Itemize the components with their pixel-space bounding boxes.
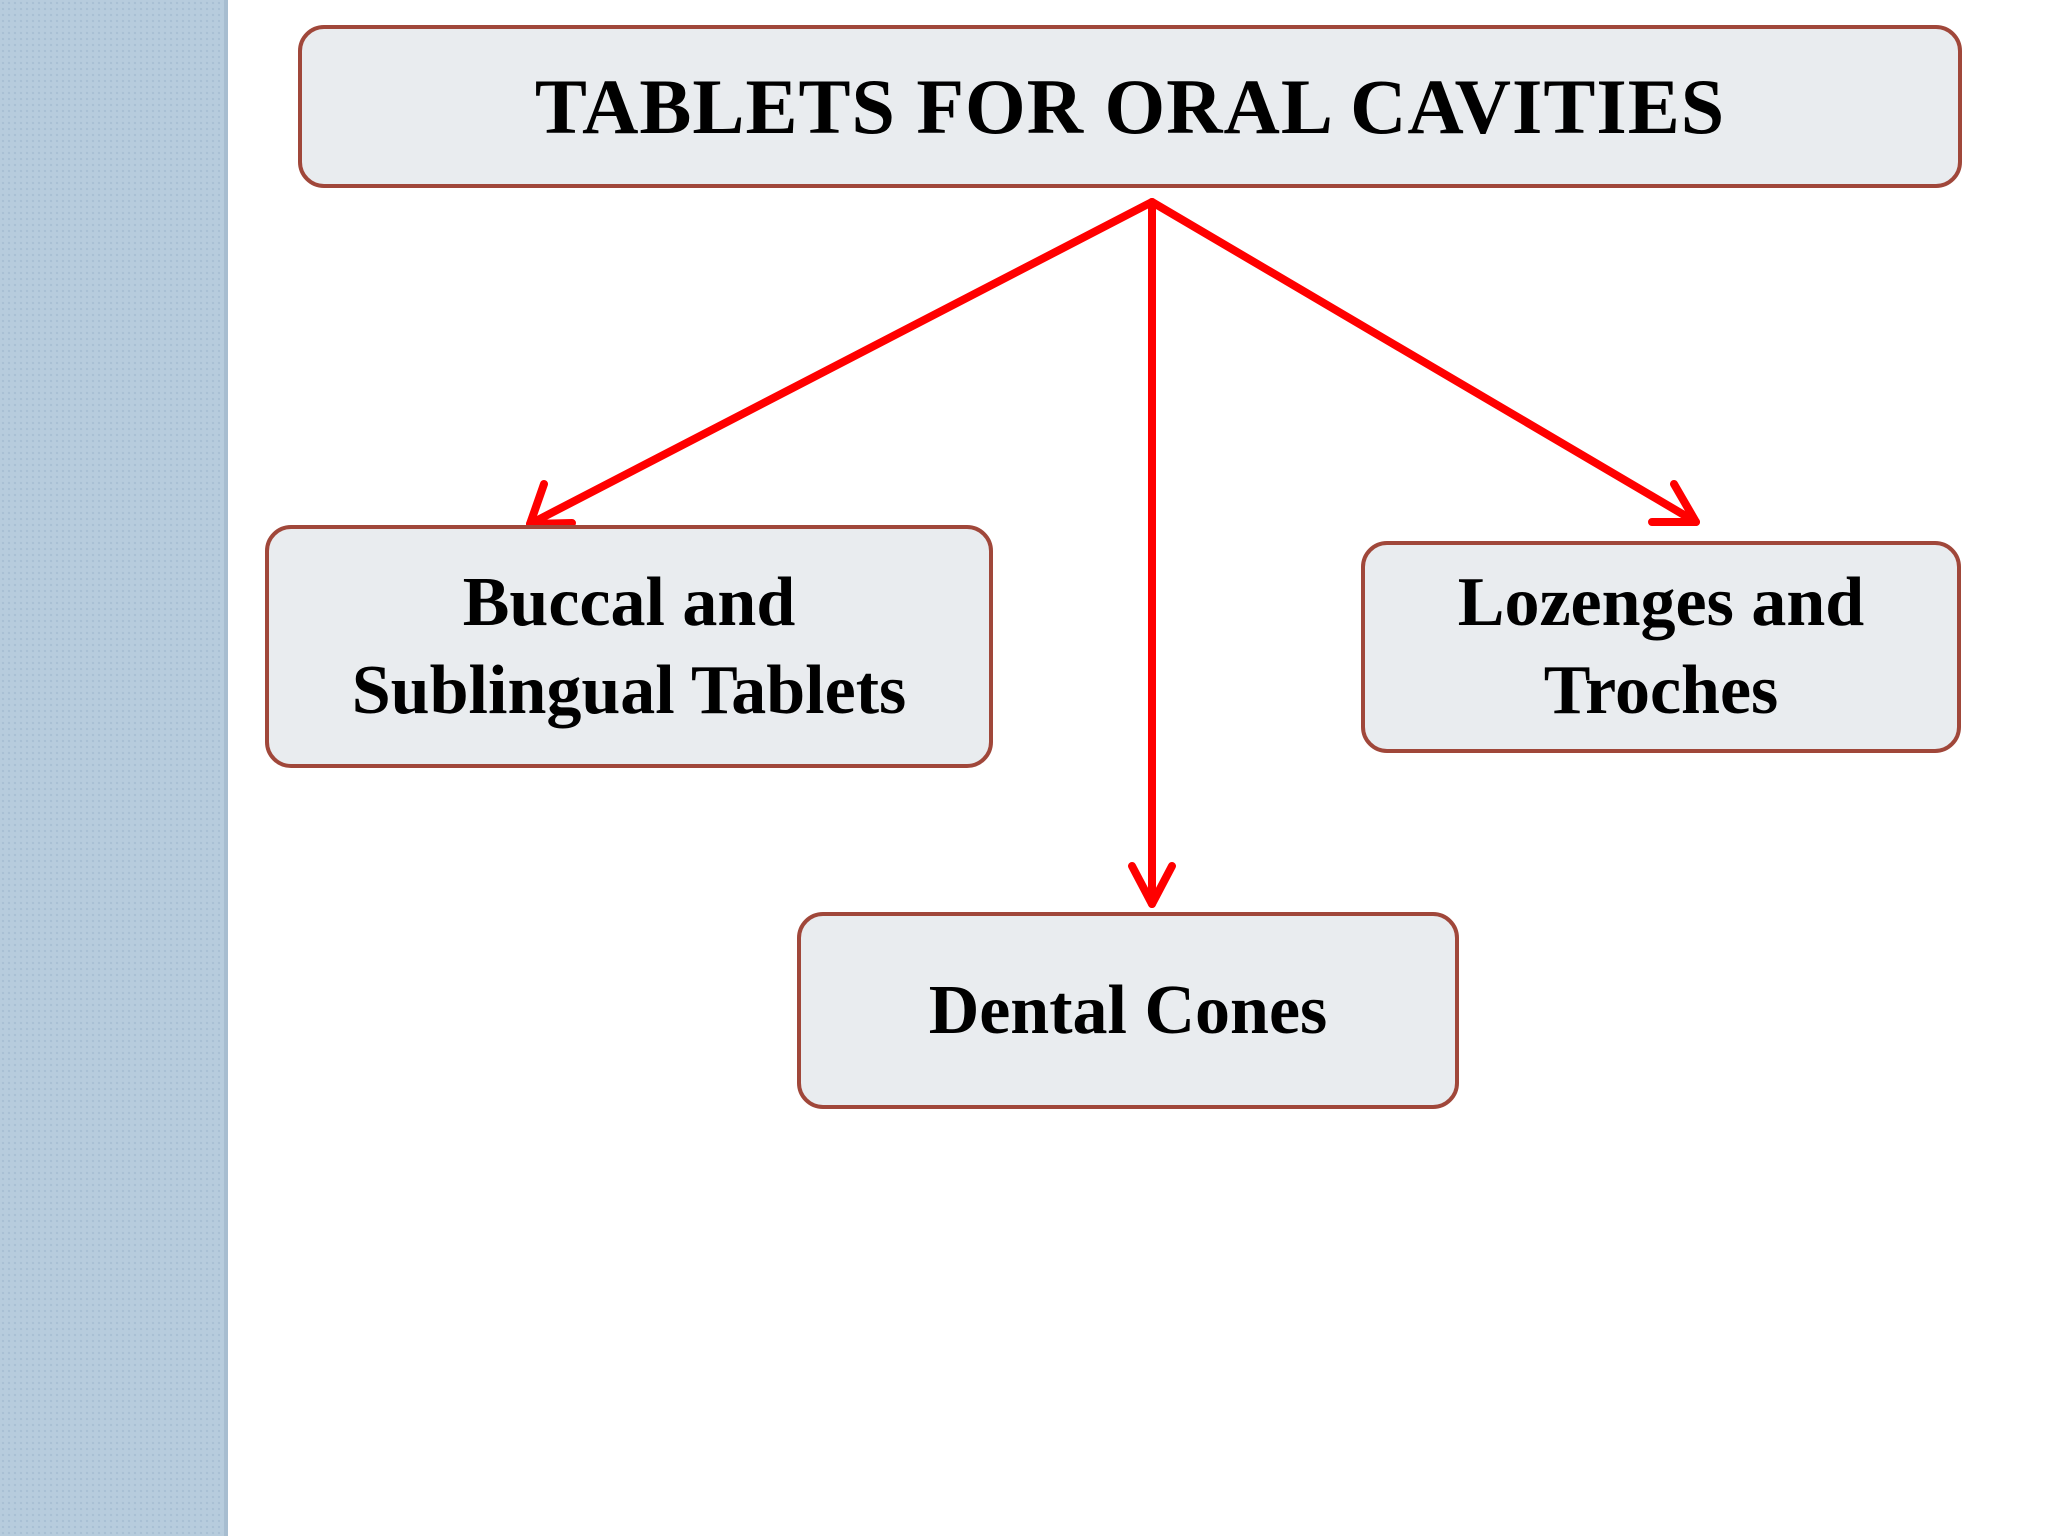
title-box: TABLETS FOR ORAL CAVITIES xyxy=(298,25,1962,188)
buccal-label-line-2: Sublingual Tablets xyxy=(351,651,907,729)
arrow-to-lozenges xyxy=(1148,198,1700,526)
arrow-to-buccal xyxy=(526,198,1156,528)
decorative-side-band xyxy=(0,0,228,1536)
lozenges-label-line-2: Troches xyxy=(1543,652,1779,729)
dental-cones-box: Dental Cones xyxy=(797,912,1459,1109)
buccal-label-line-1: Buccal and xyxy=(462,563,796,641)
lozenges-troches-label: Lozenges and Troches xyxy=(1458,559,1864,735)
diagram-title: TABLETS FOR ORAL CAVITIES xyxy=(534,62,1726,150)
buccal-sublingual-box: Buccal and Sublingual Tablets xyxy=(265,525,993,768)
dental-cones-label: Dental Cones xyxy=(928,971,1328,1049)
lozenges-troches-box: Lozenges and Troches xyxy=(1361,541,1961,753)
arrow-to-dental-cones xyxy=(1128,198,1176,908)
side-band-edge xyxy=(224,0,228,1536)
buccal-sublingual-label: Buccal and Sublingual Tablets xyxy=(352,559,907,735)
lozenges-label-line-1: Lozenges and xyxy=(1457,564,1865,641)
